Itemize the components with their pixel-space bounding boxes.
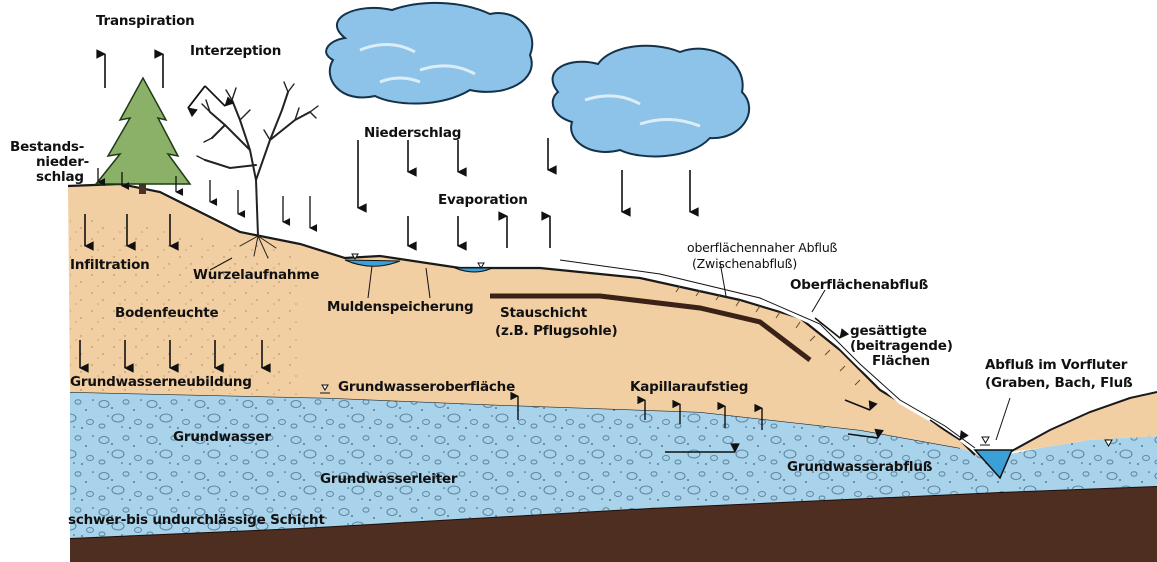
label-saturated-areas: gesättigte (beitragende) Flächen <box>850 324 953 369</box>
label-kapillaraufstieg: Kapillaraufstieg <box>630 380 748 395</box>
label-bestandsniederschlag: Bestands- nieder- schlag <box>10 140 89 185</box>
label-stauschicht: Stauschicht <box>500 306 587 321</box>
label-grundwasser: Grundwasser <box>173 430 271 445</box>
water-level-triangle-icon <box>980 437 990 445</box>
label-muldenspeicherung: Muldenspeicherung <box>327 300 474 315</box>
label-interzeption: Interzeption <box>190 44 281 59</box>
label-grundwasserabfluss: Grundwasserabfluß <box>787 460 932 475</box>
label-oberflaechenabfluss: Oberflächenabfluß <box>790 278 928 293</box>
label-grundwasserleiter: Grundwasserleiter <box>320 472 457 487</box>
label-interflow: (Zwischenabfluß) <box>692 256 797 271</box>
label-niederschlag: Niederschlag <box>364 126 461 141</box>
label-bodenfeuchte: Bodenfeuchte <box>115 306 218 321</box>
interception-arrow <box>188 86 225 108</box>
label-impermeable-layer: schwer-bis undurchlässige Schicht <box>68 513 325 528</box>
label-transpiration: Transpiration <box>96 14 195 29</box>
label-stream-types: (Graben, Bach, Fluß <box>985 376 1133 391</box>
label-grundwasserneubildung: Grundwasserneubildung <box>70 375 252 390</box>
label-pflugsohle: (z.B. Pflugsohle) <box>495 324 617 339</box>
label-stream-discharge: Abfluß im Vorfluter <box>985 358 1127 373</box>
label-grundwasseroberflaeche: Grundwasseroberfläche <box>338 380 515 395</box>
cloud-icon <box>553 46 750 157</box>
cloud-icon <box>326 3 532 104</box>
label-near-surface-runoff: oberflächennaher Abfluß <box>687 240 837 255</box>
evaporation-arrows <box>507 216 550 248</box>
label-wurzelaufnahme: Wurzelaufnahme <box>193 268 319 283</box>
label-infiltration: Infiltration <box>70 258 150 273</box>
label-evaporation: Evaporation <box>438 193 528 208</box>
